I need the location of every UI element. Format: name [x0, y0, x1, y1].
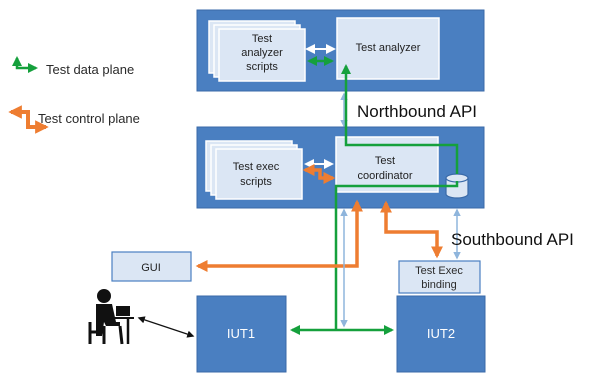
coordinator-line1: Test [375, 155, 395, 167]
binding-line1: Test Exec [415, 265, 463, 277]
exec-scripts-line1: Test exec [233, 161, 280, 173]
binding-line2: binding [421, 279, 456, 291]
control-plane-legend-label: Test control plane [38, 111, 140, 126]
data-plane-legend-label: Test data plane [46, 62, 134, 77]
test-analyzer-box [336, 17, 440, 80]
control-plane-to-gui [195, 199, 363, 272]
analyzer-scripts-line3: scripts [246, 61, 278, 73]
user-iut1-link [137, 316, 195, 338]
exec-scripts-line2: scripts [240, 176, 272, 188]
legend: Test data plane Test control plane [8, 56, 140, 134]
iut1-label: IUT1 [227, 326, 255, 341]
database-icon [445, 173, 469, 199]
iut2-label: IUT2 [427, 326, 455, 341]
control-plane-legend-icon [8, 105, 49, 134]
test-exec-scripts-stack: Test exec scripts [205, 140, 303, 200]
test-analyzer-scripts-stack: Test analyzer scripts [208, 20, 306, 82]
user-at-desk-icon [88, 289, 134, 345]
test-exec-binding-box [398, 260, 481, 294]
control-plane-to-binding [380, 200, 443, 259]
northbound-api-label: Northbound API [357, 102, 477, 121]
iut1-box [196, 295, 287, 373]
data-plane-legend-icon [12, 56, 38, 73]
data-plane-analyzer-feed [341, 64, 459, 174]
coordinator-line2: coordinator [357, 170, 412, 182]
gui-label: GUI [141, 262, 161, 274]
analyzer-scripts-line2: analyzer [241, 47, 283, 59]
southbound-api-label: Southbound API [451, 230, 574, 249]
iut2-box [396, 295, 486, 373]
gui-box [111, 251, 192, 282]
test-analyzer-label: Test analyzer [356, 42, 421, 54]
exec-scripts-control-link [302, 164, 336, 184]
analyzer-scripts-line1: Test [252, 33, 272, 45]
